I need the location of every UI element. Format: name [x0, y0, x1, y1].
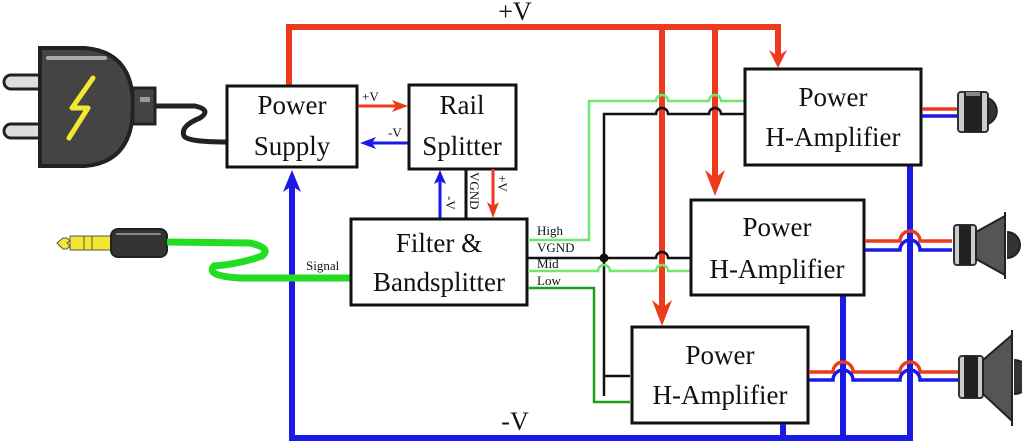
high-speaker-wires: [922, 107, 960, 118]
mid-speaker-wires: [865, 229, 952, 252]
vgnd-bus: [602, 106, 744, 396]
mid-amplifier-block: Power H-Amplifier: [689, 198, 866, 297]
high-amp-label-1: Power: [799, 82, 868, 112]
power-supply-label-1: Power: [258, 90, 327, 120]
rs-minus-label: -V: [443, 196, 458, 210]
rs-vgnd-label: VGND: [467, 172, 482, 210]
power-supply-block: Power Supply: [225, 84, 359, 169]
filter-label-1: Filter &: [396, 228, 482, 258]
rail-splitter-block: Rail Splitter: [407, 83, 518, 171]
power-plug-icon: [2, 46, 227, 168]
audio-jack-icon: [56, 228, 168, 258]
high-amplifier-block: Power H-Amplifier: [743, 67, 923, 167]
signal-cable: [166, 238, 350, 282]
out-high-label: High: [537, 223, 564, 238]
woofer-icon: [958, 330, 1022, 426]
ground-junction: [599, 253, 609, 263]
out-mid-label: Mid: [537, 256, 559, 271]
ps-rs-connections: [358, 100, 408, 149]
mid-amp-label-2: H-Amplifier: [710, 254, 845, 284]
rail-splitter-label-1: Rail: [440, 90, 485, 120]
mid-amp-label-1: Power: [743, 212, 812, 242]
high-band-wire: [528, 93, 744, 242]
signal-label: Signal: [306, 258, 340, 273]
vgnd-wire: [528, 250, 690, 260]
positive-rail-label: +V: [498, 0, 532, 26]
filter-bandsplitter-block: Filter & Bandsplitter: [349, 217, 529, 307]
rs-plus-label: +V: [495, 175, 510, 192]
ps-to-rs-label: +V: [362, 89, 379, 104]
low-amplifier-block: Power H-Amplifier: [630, 325, 810, 425]
low-amp-label-2: H-Amplifier: [653, 380, 788, 410]
rail-splitter-label-2: Splitter: [422, 131, 502, 161]
low-amp-label-1: Power: [686, 340, 755, 370]
low-band-wire: [528, 286, 630, 404]
negative-rail-label: -V: [501, 407, 529, 436]
power-supply-label-2: Supply: [254, 131, 331, 161]
midrange-speaker-icon: [953, 212, 1021, 279]
tweeter-icon: [957, 91, 998, 133]
out-low-label: Low: [537, 273, 561, 288]
mid-band-wire: [528, 263, 690, 273]
rs-to-ps-label: -V: [388, 125, 402, 140]
filter-label-2: Bandsplitter: [373, 267, 505, 297]
out-vgnd-label: VGND: [537, 240, 575, 255]
high-amp-label-2: H-Amplifier: [766, 122, 901, 152]
rs-filter-connections: [434, 169, 499, 218]
low-speaker-wires: [809, 360, 958, 382]
